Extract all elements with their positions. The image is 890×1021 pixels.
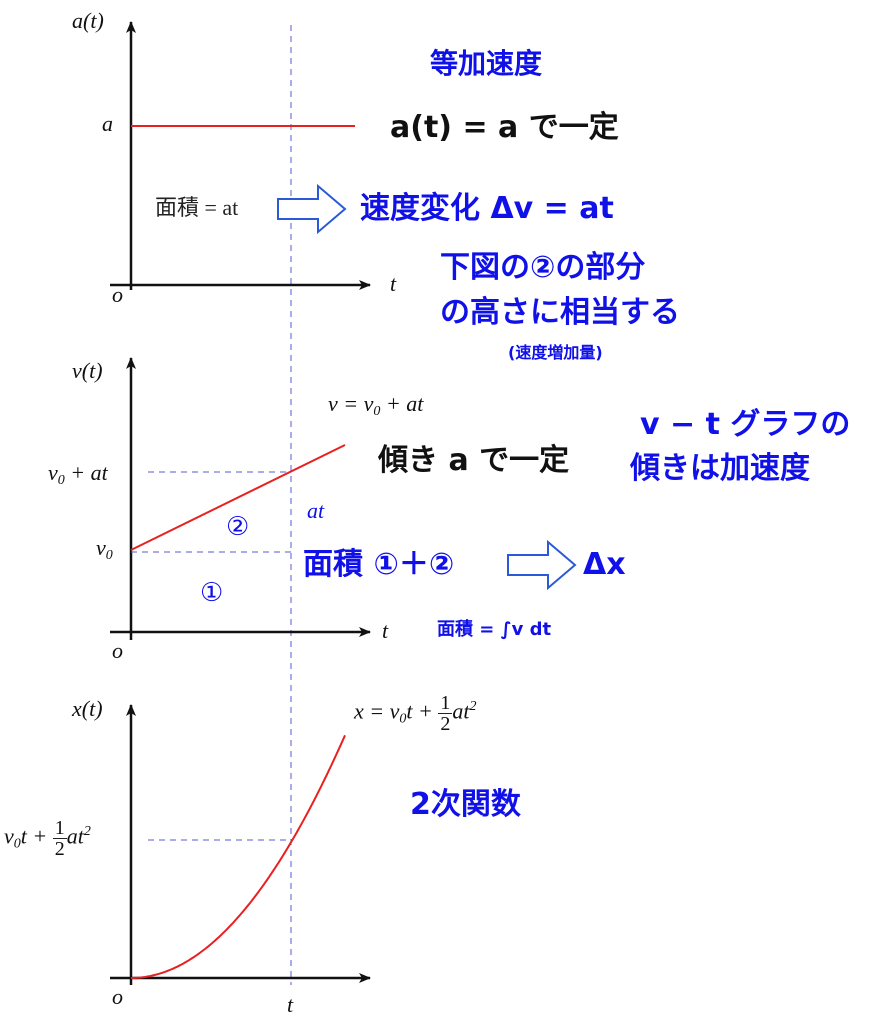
x-tick-post: at <box>66 823 84 849</box>
v-origin: o <box>112 638 123 663</box>
x-tick-pre: v <box>4 823 14 849</box>
v0at-base: v <box>48 460 58 485</box>
x-eq-pre: x = v <box>354 698 400 724</box>
a-origin: o <box>112 282 123 307</box>
x-ylabel: x(t) <box>72 696 103 721</box>
v0-base: v <box>96 535 106 560</box>
x-eq-sub: 0 <box>399 711 407 727</box>
v-ylabel: v(t) <box>72 358 103 383</box>
a-const-note: a(t) = a で一定 <box>390 110 619 145</box>
velocity-change-note: 速度変化 Δv = at <box>360 191 614 226</box>
hollow-arrow-icon <box>507 539 577 591</box>
frac-num: 1 <box>52 817 67 839</box>
x-eq-mid: t + <box>406 698 439 724</box>
area-sum-note: 面積 ①＋② <box>303 547 455 582</box>
x-xlabel: t <box>287 992 294 1017</box>
region-2-label: ② <box>226 512 250 542</box>
a-ylabel: a(t) <box>72 8 104 33</box>
v0at-tick: v0 + at <box>48 462 108 488</box>
v-eq-post: + at <box>380 391 424 416</box>
delta-x-note: Δx <box>583 547 626 582</box>
part2-note-3: (速度増加量) <box>508 343 603 362</box>
uniform-accel-title: 等加速度 <box>430 47 543 80</box>
quadratic-note: 2次関数 <box>410 787 521 822</box>
part2-note-1: 下図の②の部分 <box>440 250 646 285</box>
v-xlabel: t <box>382 618 389 643</box>
x-tick-mid: t + <box>20 823 53 849</box>
x-tick-sub: 0 <box>13 836 21 852</box>
x-eq-sup: 2 <box>469 699 477 715</box>
frac-den: 2 <box>54 838 65 860</box>
hollow-arrow-icon <box>277 183 347 235</box>
v0at-rest: + at <box>64 460 108 485</box>
v-line-eq: v = v0 + at <box>328 393 423 419</box>
v0-sub: 0 <box>105 548 113 563</box>
vt-note-1: v − t グラフの <box>640 407 851 442</box>
x-origin: o <box>112 984 123 1009</box>
a-xlabel: t <box>390 271 397 296</box>
v0at-sub: 0 <box>57 473 65 488</box>
v-eq-sub: 0 <box>373 404 381 419</box>
frac-den: 2 <box>440 713 451 735</box>
v0-tick: v0 <box>96 537 113 563</box>
vt-note-2: 傾きは加速度 <box>630 451 810 486</box>
area-integral-note: 面積 = ∫v dt <box>437 619 552 640</box>
frac-num: 1 <box>438 692 453 714</box>
x-tick-sup: 2 <box>83 824 91 840</box>
region-1-label: ① <box>200 578 224 608</box>
area-at-label: 面積 = at <box>155 195 239 220</box>
a-tick: a <box>102 111 113 136</box>
part2-note-2: の高さに相当する <box>440 295 680 330</box>
slope-const-note: 傾き a で一定 <box>378 443 570 478</box>
v-line <box>130 444 346 551</box>
delta-at-label: at <box>307 498 325 523</box>
x-eq-post: at <box>452 698 470 724</box>
v-eq-pre: v = v <box>328 391 374 416</box>
x-parabola <box>131 734 346 979</box>
